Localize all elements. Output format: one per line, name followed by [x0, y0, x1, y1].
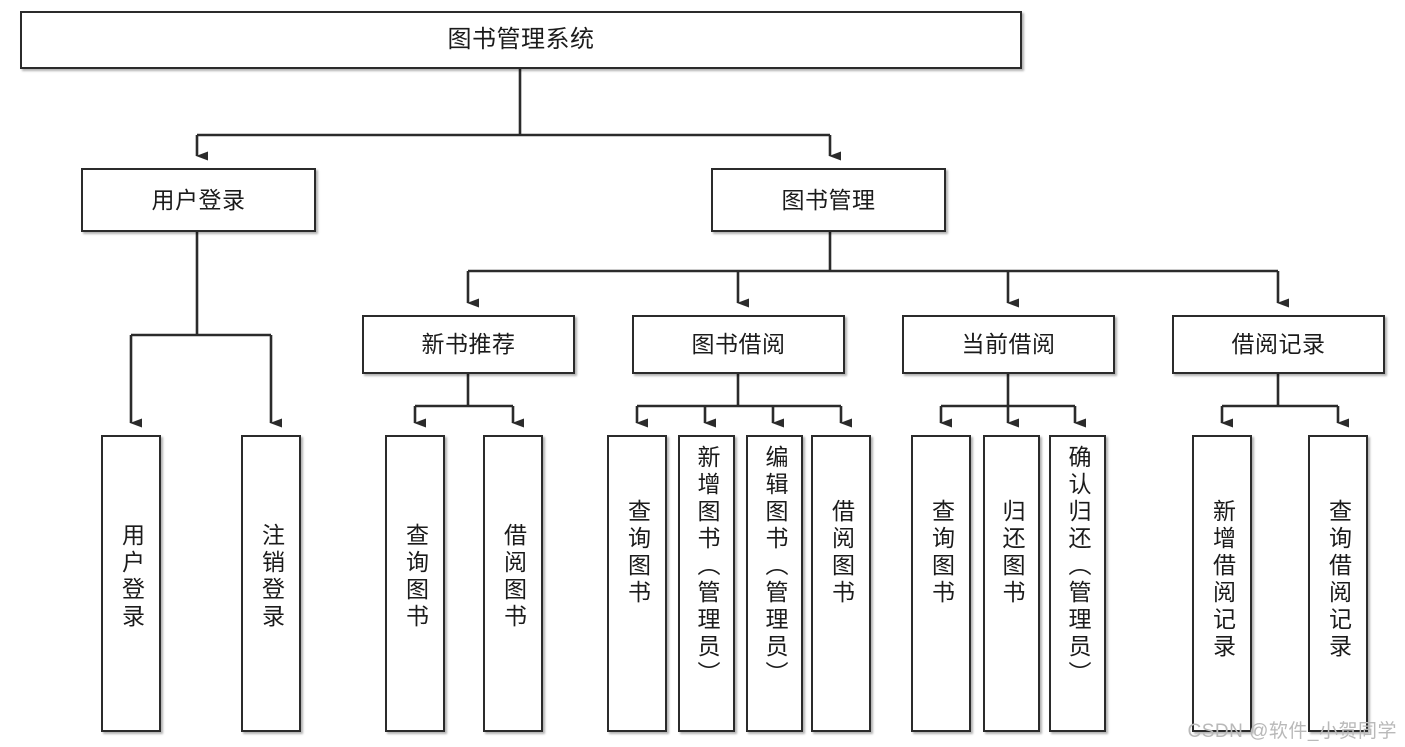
leaf-borrow-query-book[interactable]: 查询图书	[607, 435, 667, 732]
node-book-management[interactable]: 图书管理	[711, 168, 946, 232]
leaf-borrow-add-book-admin[interactable]: 新增图书（管理员）	[678, 435, 735, 732]
node-label: 查询图书	[402, 523, 429, 631]
leaf-current-query-book[interactable]: 查询图书	[911, 435, 971, 732]
node-book-borrow[interactable]: 图书借阅	[632, 315, 845, 374]
leaf-current-confirm-return-admin[interactable]: 确认归还（管理员）	[1049, 435, 1106, 732]
node-label: 当前借阅	[961, 331, 1056, 358]
leaf-recommend-borrow-book[interactable]: 借阅图书	[483, 435, 543, 732]
node-label: 用户登录	[118, 523, 145, 631]
leaf-recommend-query-book[interactable]: 查询图书	[385, 435, 445, 732]
node-label: 确认归还（管理员）	[1065, 445, 1091, 688]
node-label: 借阅图书	[500, 523, 527, 631]
node-label: 归还图书	[999, 499, 1025, 607]
node-label: 新增图书（管理员）	[694, 445, 720, 688]
node-label: 借阅图书	[828, 499, 855, 607]
leaf-borrow-edit-book-admin[interactable]: 编辑图书（管理员）	[746, 435, 803, 732]
node-label: 注销登录	[258, 523, 285, 631]
node-label: 查询借阅记录	[1325, 499, 1352, 661]
node-label: 查询图书	[624, 499, 651, 607]
leaf-user-logout[interactable]: 注销登录	[241, 435, 301, 732]
leaf-borrow-borrow-book[interactable]: 借阅图书	[811, 435, 871, 732]
node-user-login[interactable]: 用户登录	[81, 168, 316, 232]
node-label: 图书管理系统	[447, 26, 595, 54]
node-label: 新书推荐	[421, 331, 516, 358]
node-label: 编辑图书（管理员）	[762, 445, 788, 688]
leaf-record-add-record[interactable]: 新增借阅记录	[1192, 435, 1252, 732]
leaf-current-return-book[interactable]: 归还图书	[983, 435, 1040, 732]
node-current-borrow[interactable]: 当前借阅	[902, 315, 1115, 374]
csdn-watermark: CSDN @软件_小贺同学	[1187, 721, 1397, 742]
node-label: 新增借阅记录	[1209, 499, 1236, 661]
leaf-record-query-record[interactable]: 查询借阅记录	[1308, 435, 1368, 732]
leaf-user-login[interactable]: 用户登录	[101, 435, 161, 732]
node-label: 图书管理	[781, 186, 876, 213]
node-label: 图书借阅	[691, 331, 786, 358]
node-label: 借阅记录	[1231, 331, 1326, 358]
node-borrow-record[interactable]: 借阅记录	[1172, 315, 1385, 374]
node-root-system[interactable]: 图书管理系统	[20, 11, 1022, 69]
node-label: 用户登录	[151, 186, 246, 213]
node-new-book-recommend[interactable]: 新书推荐	[362, 315, 575, 374]
node-label: 查询图书	[928, 499, 955, 607]
